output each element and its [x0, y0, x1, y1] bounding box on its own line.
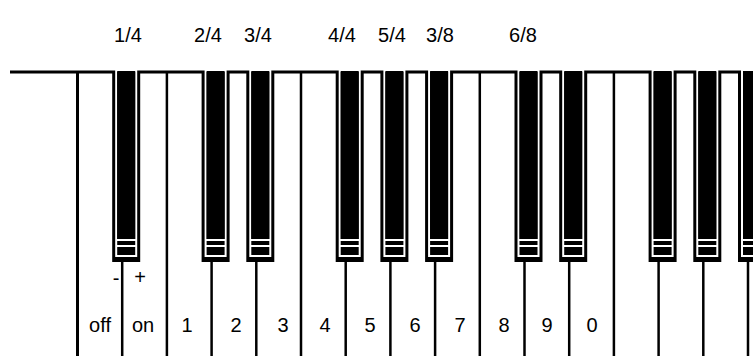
- black-key-top: [564, 72, 582, 239]
- black-key-inner-edge: [519, 70, 539, 256]
- white-key-edge: [166, 72, 169, 356]
- key-number: 0: [586, 315, 597, 335]
- black-key-top: [207, 72, 225, 239]
- black-key-lip: [116, 245, 136, 247]
- black-key-lip: [250, 239, 270, 241]
- black-key-lip: [116, 239, 136, 241]
- time-signature: 1/4: [114, 25, 142, 45]
- black-key-inner-edge: [116, 70, 136, 256]
- black-key-top: [385, 72, 403, 239]
- black-key-top: [251, 72, 269, 239]
- key-number: 6: [409, 315, 420, 335]
- key-number: 4: [319, 315, 330, 335]
- black-key-inner-edge: [206, 70, 226, 256]
- key-number: 8: [498, 315, 509, 335]
- black-key-lip: [206, 239, 226, 241]
- black-key-top: [654, 72, 672, 239]
- black-key-lip: [429, 239, 449, 241]
- key-number: 3: [277, 315, 288, 335]
- black-key-inner-edge: [384, 70, 404, 256]
- white-key-edge: [300, 72, 303, 356]
- black-key-inner-edge: [697, 70, 717, 256]
- key-number: 5: [364, 315, 375, 335]
- black-key-inner-edge: [340, 70, 360, 256]
- black-key-lip: [384, 245, 404, 247]
- black-key-top: [341, 72, 359, 239]
- black-key-lip: [653, 239, 673, 241]
- black-key-inner-edge: [563, 70, 583, 256]
- time-signature: 6/8: [509, 25, 537, 45]
- black-key-lip: [653, 245, 673, 247]
- black-key-lip: [519, 245, 539, 247]
- black-key-lip: [563, 245, 583, 247]
- black-key-inner-edge: [742, 70, 753, 256]
- black-key-inner-edge: [653, 70, 673, 256]
- key-number: 2: [230, 315, 241, 335]
- black-key: [738, 72, 753, 262]
- keyboard-left-edge: [76, 72, 79, 356]
- time-signature: 4/4: [328, 25, 356, 45]
- black-key-top: [520, 72, 538, 239]
- time-signature: 3/4: [244, 25, 272, 45]
- black-key-lip: [340, 245, 360, 247]
- time-signature: 2/4: [194, 25, 222, 45]
- black-key-top: [430, 72, 448, 239]
- white-key-edge: [613, 72, 616, 356]
- key-label: off: [89, 315, 111, 335]
- black-key-top: [698, 72, 716, 239]
- key-label: on: [132, 315, 154, 335]
- black-key-inner-edge: [429, 70, 449, 256]
- black-key-lip: [206, 245, 226, 247]
- key-number: 1: [181, 315, 192, 335]
- black-key-lip: [429, 245, 449, 247]
- key-number: 7: [454, 315, 465, 335]
- time-signature: 3/8: [426, 25, 454, 45]
- black-key-top: [743, 72, 753, 239]
- black-key-inner-edge: [250, 70, 270, 256]
- black-key-lip: [519, 239, 539, 241]
- black-key-lip: [697, 245, 717, 247]
- black-key-lip: [697, 239, 717, 241]
- minus-sign: -: [113, 268, 120, 288]
- black-key-lip: [340, 239, 360, 241]
- black-key-lip: [563, 239, 583, 241]
- time-signature: 5/4: [378, 25, 406, 45]
- plus-sign: +: [134, 267, 146, 287]
- black-key-lip: [250, 245, 270, 247]
- white-key-edge: [479, 72, 482, 356]
- black-key-top: [117, 72, 135, 239]
- black-key-lip: [742, 245, 753, 247]
- black-key-lip: [384, 239, 404, 241]
- key-number: 9: [541, 315, 552, 335]
- black-key-lip: [742, 239, 753, 241]
